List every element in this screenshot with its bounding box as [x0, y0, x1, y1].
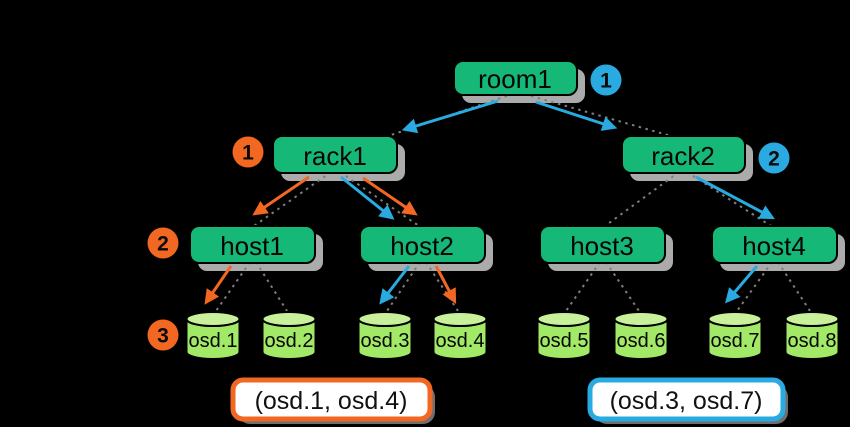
node-host4-box: [711, 225, 838, 264]
node-osd3-label: osd.3: [361, 330, 410, 352]
tree-edge-host3-osd6: [605, 261, 640, 312]
node-osd1-label: osd.1: [189, 330, 238, 352]
node-host2-box: [359, 225, 486, 264]
blue-arrow-rack2-host4-icon: [695, 175, 775, 220]
tree-edge-rack1-host1: [253, 171, 332, 227]
badge-circle-icon: [758, 142, 790, 174]
blue-arrow-room1-rack1-icon: [401, 99, 499, 134]
node-osd7-label: osd.7: [711, 330, 760, 352]
step-badge-orange-1: 1: [232, 136, 264, 168]
tree-edge-rack1-host2: [339, 171, 420, 227]
step-badge-blue-1: 1: [590, 64, 622, 96]
tree-edge-host4-osd7: [736, 261, 773, 312]
badge-circle-icon: [590, 64, 622, 96]
node-osd1: osd.1: [185, 311, 241, 360]
node-osd8: osd.8: [784, 311, 840, 360]
badge-number: 2: [157, 233, 169, 256]
blue-arrow-rack1-host2-icon: [340, 175, 395, 220]
tree-edge-host3-osd5: [565, 261, 601, 312]
cylinder-top-icon: [261, 311, 317, 327]
node-osd2-label: osd.2: [265, 330, 314, 352]
node-room1-label: room1: [478, 64, 552, 94]
badge-circle-icon: [232, 136, 264, 168]
node-osd6-label: osd.6: [617, 330, 666, 352]
orange-arrow-rack1-host1-icon: [252, 175, 310, 216]
tree-edge-host1-osd1: [215, 261, 251, 312]
node-host1-label: host1: [220, 231, 284, 261]
node-osd2: osd.2: [261, 311, 317, 360]
cylinder-top-icon: [784, 311, 840, 327]
node-osd5: osd.5: [536, 311, 592, 360]
selection-arrows: [204, 99, 775, 305]
result-orange-box: [230, 377, 433, 422]
tree-edges: [215, 95, 811, 312]
node-host2-label: host2: [390, 231, 454, 261]
result-orange-label: (osd.1, osd.4): [255, 387, 408, 415]
blue-arrow-host2-osd3-icon: [379, 265, 411, 305]
result-blue: (osd.3, osd.7): [587, 377, 788, 424]
tree-edge-room1-rack2: [530, 95, 672, 137]
node-host1-box: [189, 225, 316, 264]
node-room1: room1: [453, 60, 578, 96]
node-rack2-box: [621, 135, 746, 174]
node-host1: host1: [189, 225, 316, 264]
node-host4-label: host4: [742, 231, 806, 261]
tree-edge-rack2-host3: [604, 171, 680, 227]
node-rack1-box: [272, 135, 398, 174]
cylinder-top-icon: [432, 311, 488, 327]
cylinder-top-icon: [357, 311, 413, 327]
node-rack2-label: rack2: [651, 141, 715, 171]
node-osd4-label: osd.4: [436, 330, 485, 352]
blue-arrow-host4-osd7-icon: [725, 265, 759, 304]
node-osd4: osd.4: [432, 311, 488, 360]
node-osd6: osd.6: [613, 311, 669, 360]
node-room1-box: [453, 60, 578, 96]
step-badge-orange-3: 3: [147, 319, 179, 351]
node-host3-box: [539, 225, 666, 264]
tree-edge-host2-osd4: [425, 261, 459, 312]
orange-arrow-host1-osd1-icon: [204, 265, 233, 305]
orange-arrow-host2-osd4-icon: [434, 265, 457, 304]
tree-edge-host4-osd8: [777, 261, 811, 312]
node-rack1: rack1: [272, 135, 398, 174]
result-blue-label: (osd.3, osd.7): [610, 387, 763, 415]
node-osd8-label: osd.8: [788, 330, 837, 352]
blue-arrow-room1-rack2-icon: [535, 100, 618, 131]
badge-number: 1: [242, 142, 254, 165]
node-host3-label: host3: [570, 231, 634, 261]
node-host2: host2: [359, 225, 486, 264]
tree-edge-host1-osd2: [255, 261, 288, 312]
result-orange: (osd.1, osd.4): [230, 377, 435, 424]
result-blue-box: [587, 377, 786, 422]
badge-number: 3: [157, 325, 169, 348]
step-badge-blue-2: 2: [758, 142, 790, 174]
cylinder-top-icon: [536, 311, 592, 327]
cylinder-top-icon: [185, 311, 241, 327]
step-badge-orange-2: 2: [147, 227, 179, 259]
cylinder-top-icon: [613, 311, 669, 327]
node-rack1-label: rack1: [303, 141, 367, 171]
tree-edge-rack2-host4: [686, 171, 772, 227]
node-host4: host4: [711, 225, 838, 264]
node-host3: host3: [539, 225, 666, 264]
orange-arrow-rack1-host2-icon: [362, 176, 418, 216]
node-osd7: osd.7: [707, 311, 763, 360]
badge-number: 2: [768, 148, 780, 171]
badge-number: 1: [600, 70, 612, 93]
node-osd3: osd.3: [357, 311, 413, 360]
badge-circle-icon: [147, 227, 179, 259]
cylinder-top-icon: [707, 311, 763, 327]
node-rack2: rack2: [621, 135, 746, 174]
node-osd5-label: osd.5: [540, 330, 589, 352]
badge-circle-icon: [147, 319, 179, 351]
